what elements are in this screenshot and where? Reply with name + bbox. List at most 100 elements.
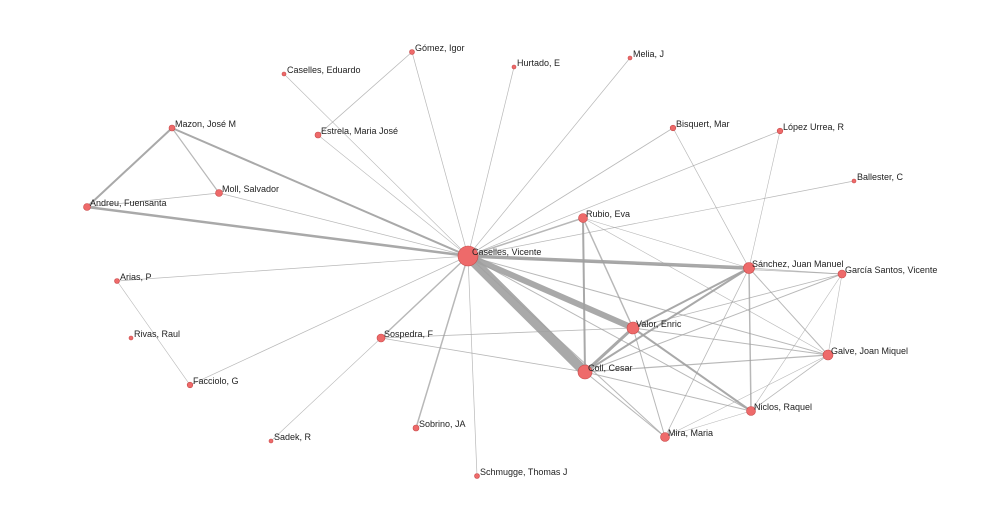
- node-label-facciolo: Facciolo, G: [193, 376, 239, 386]
- node-andreu[interactable]: [83, 203, 91, 211]
- node-lopez[interactable]: [776, 127, 784, 135]
- node-galve[interactable]: [822, 349, 834, 361]
- edge-galve-niclos: [750, 354, 829, 412]
- edge-caselles_v-hurtado: [467, 66, 515, 257]
- node-label-sobrino: Sobrino, JA: [419, 419, 466, 429]
- node-mazon[interactable]: [168, 124, 176, 132]
- node-caselles_v[interactable]: [457, 245, 479, 267]
- node-garcia[interactable]: [837, 269, 847, 279]
- edge-coll-sospedra: [380, 337, 586, 373]
- node-niclos[interactable]: [746, 406, 756, 416]
- node-label-niclos: Niclos, Raquel: [754, 402, 812, 412]
- node-label-caselles_e: Caselles, Eduardo: [287, 65, 361, 75]
- node-bisquert[interactable]: [669, 124, 677, 132]
- node-label-gomez: Gómez, Igor: [415, 43, 465, 53]
- node-schmugge[interactable]: [474, 473, 480, 479]
- node-label-sanchez: Sánchez, Juan Manuel: [752, 259, 844, 269]
- node-estrela[interactable]: [314, 131, 322, 139]
- node-label-schmugge: Schmugge, Thomas J: [480, 467, 567, 477]
- edge-valor-niclos: [632, 327, 752, 412]
- node-sobrino[interactable]: [412, 424, 420, 432]
- nodes-layer: [83, 49, 857, 479]
- edge-coll-niclos: [584, 371, 752, 412]
- node-facciolo[interactable]: [186, 381, 194, 389]
- edge-galve-garcia: [827, 273, 843, 356]
- edge-caselles_v-caselles_e: [283, 73, 469, 257]
- node-label-coll: Coll, Cesar: [588, 363, 633, 373]
- edge-caselles_v-estrela: [317, 134, 469, 257]
- edge-niclos-garcia: [750, 273, 843, 412]
- edge-caselles_v-garcia: [467, 255, 843, 275]
- edge-coll-garcia: [584, 273, 843, 373]
- edge-caselles_v-lopez: [467, 130, 781, 257]
- node-sanchez[interactable]: [743, 262, 755, 274]
- node-gomez[interactable]: [409, 49, 415, 55]
- node-hurtado[interactable]: [511, 64, 517, 70]
- edge-caselles_v-bisquert: [467, 127, 674, 257]
- node-label-estrela: Estrela, Maria José: [321, 126, 398, 136]
- node-label-caselles_v: Caselles, Vicente: [472, 247, 541, 257]
- edge-sanchez-garcia: [748, 267, 843, 275]
- edge-coll-valor: [583, 326, 635, 374]
- edge-caselles_v-niclos: [467, 255, 752, 412]
- edge-mazon-moll: [171, 127, 220, 194]
- node-label-rubio: Rubio, Eva: [586, 209, 630, 219]
- edge-sanchez-mira: [664, 267, 750, 438]
- node-label-mira: Mira, Maria: [668, 428, 713, 438]
- node-coll[interactable]: [577, 364, 593, 380]
- edge-arias-facciolo: [116, 280, 191, 386]
- edge-sanchez-galve: [748, 267, 829, 356]
- node-rubio[interactable]: [578, 213, 588, 223]
- node-sadek[interactable]: [268, 438, 274, 444]
- node-label-arias: Arias, P: [120, 272, 152, 282]
- edge-caselles_v-rubio: [467, 217, 584, 257]
- edge-coll-galve: [584, 354, 829, 373]
- node-ballester[interactable]: [851, 178, 857, 184]
- node-label-mazon: Mazon, José M: [175, 119, 236, 129]
- edge-estrela-gomez: [317, 51, 413, 136]
- node-label-garcia: García Santos, Vicente: [845, 265, 937, 275]
- node-valor[interactable]: [626, 321, 640, 335]
- node-moll[interactable]: [215, 189, 223, 197]
- edge-sospedra-sadek: [270, 337, 382, 442]
- node-mira[interactable]: [660, 432, 670, 442]
- edge-caselles_v-melia: [467, 57, 631, 257]
- edge-andreu-moll: [86, 192, 220, 208]
- edge-caselles_v-arias: [116, 255, 469, 282]
- edge-andreu-mazon: [86, 127, 173, 208]
- edges-layer: [85, 51, 855, 477]
- edge-caselles_v-coll: [463, 251, 590, 377]
- node-caselles_e[interactable]: [281, 71, 287, 77]
- edge-caselles_v-mazon: [171, 127, 469, 257]
- edge-caselles_v-valor: [465, 253, 636, 331]
- edge-sanchez-rubio: [582, 217, 750, 269]
- node-label-melia: Melia, J: [633, 49, 664, 59]
- node-label-hurtado: Hurtado, E: [517, 58, 560, 68]
- edge-valor-rubio: [582, 217, 634, 329]
- edge-valor-sospedra: [380, 327, 634, 339]
- node-sospedra[interactable]: [376, 333, 386, 343]
- node-label-valor: Valor, Enric: [636, 319, 682, 329]
- node-label-moll: Moll, Salvador: [222, 184, 279, 194]
- edge-valor-sanchez: [632, 267, 750, 329]
- edge-sanchez-bisquert: [672, 127, 750, 269]
- node-melia[interactable]: [627, 55, 633, 61]
- node-label-andreu: Andreu, Fuensanta: [90, 198, 167, 208]
- edge-sanchez-lopez: [748, 130, 781, 269]
- node-label-sospedra: Sospedra, F: [384, 329, 434, 339]
- node-label-galve: Galve, Joan Miquel: [831, 346, 908, 356]
- edge-caselles_v-schmugge: [467, 255, 478, 477]
- edge-galve-rubio: [582, 217, 829, 356]
- edge-caselles_v-mira: [467, 255, 666, 438]
- edge-caselles_v-gomez: [411, 51, 469, 257]
- edge-caselles_v-ballester: [467, 180, 855, 257]
- node-rivas[interactable]: [128, 335, 134, 341]
- node-label-lopez: López Urrea, R: [783, 122, 845, 132]
- edge-caselles_v-sospedra: [380, 255, 469, 339]
- edge-niclos-mira: [664, 410, 752, 438]
- node-label-rivas: Rivas, Raul: [134, 329, 180, 339]
- node-arias[interactable]: [114, 278, 120, 284]
- edge-caselles_v-andreu: [85, 205, 470, 258]
